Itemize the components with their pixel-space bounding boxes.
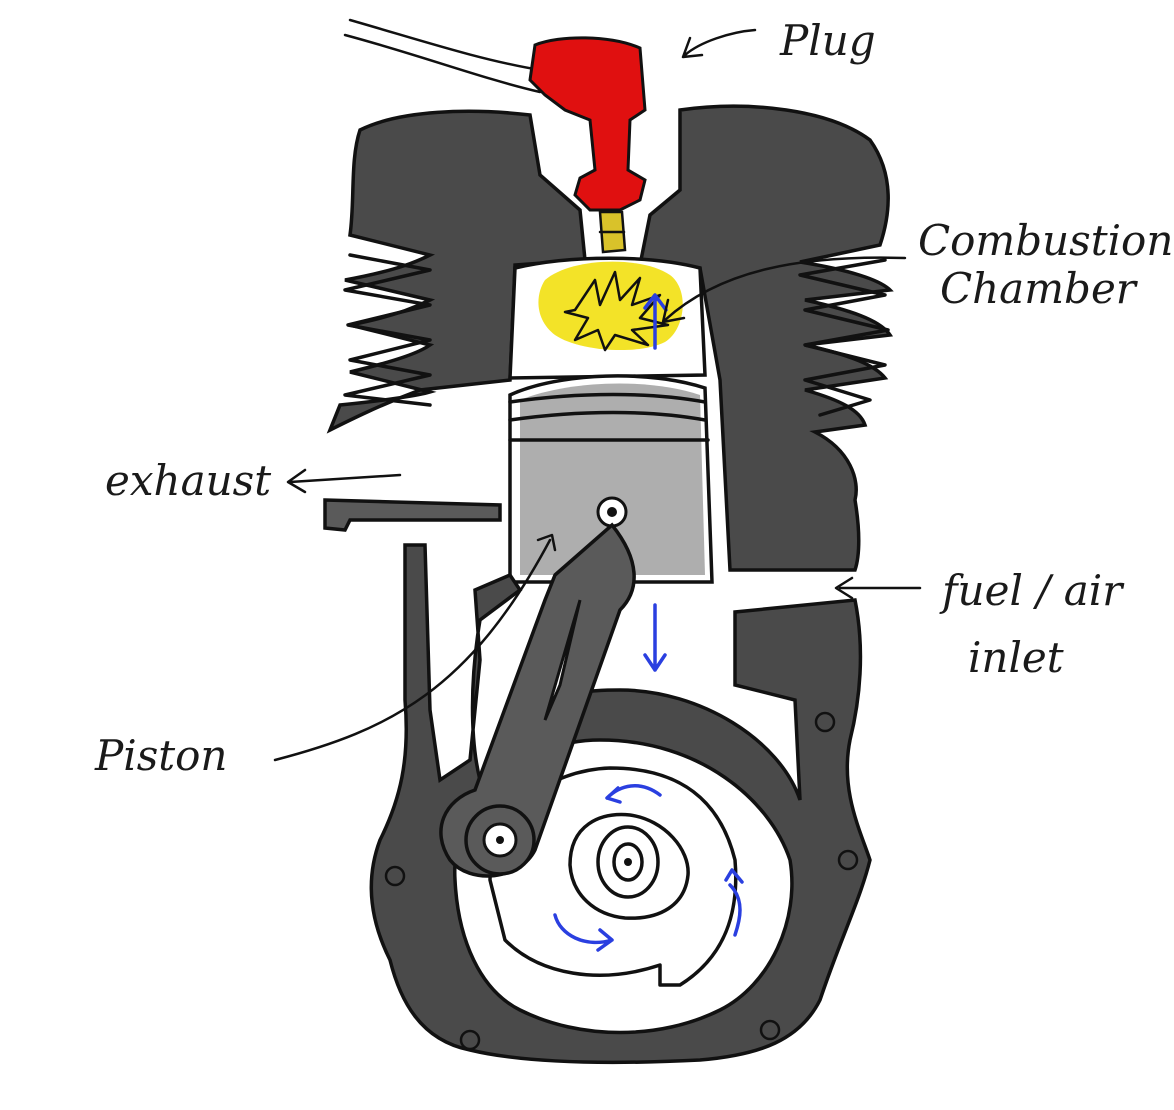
cooling-fins-left: [343, 253, 432, 407]
label-fuel-air-inlet: fuel / air inlet: [939, 566, 1125, 682]
svg-text:Combustion: Combustion: [918, 216, 1173, 265]
cooling-fins-right: [798, 258, 890, 417]
crankshaft-center: [568, 812, 690, 920]
pointer-arrows: [273, 28, 922, 762]
svg-text:exhaust: exhaust: [105, 456, 271, 505]
cylinder-head-right: [637, 104, 894, 572]
label-piston: Piston: [94, 731, 227, 780]
connecting-rod: [439, 522, 636, 878]
label-combustion-chamber: Combustion Chamber: [918, 216, 1173, 313]
spark-explosion: [538, 261, 683, 352]
svg-text:inlet: inlet: [968, 633, 1064, 682]
plug-cable: [343, 18, 542, 94]
motion-arrows: [553, 603, 744, 952]
crankcase-bolts: [384, 711, 859, 1051]
exhaust-port: [323, 498, 502, 532]
svg-text:fuel / air: fuel / air: [939, 566, 1125, 615]
label-exhaust: exhaust: [105, 456, 271, 505]
svg-text:Piston: Piston: [94, 731, 227, 780]
svg-text:Chamber: Chamber: [940, 264, 1139, 313]
piston: [508, 374, 714, 584]
svg-text:Plug: Plug: [779, 16, 876, 65]
spark-plug: [528, 36, 647, 254]
label-plug: Plug: [779, 16, 876, 65]
cylinder-head-left: [326, 109, 587, 434]
